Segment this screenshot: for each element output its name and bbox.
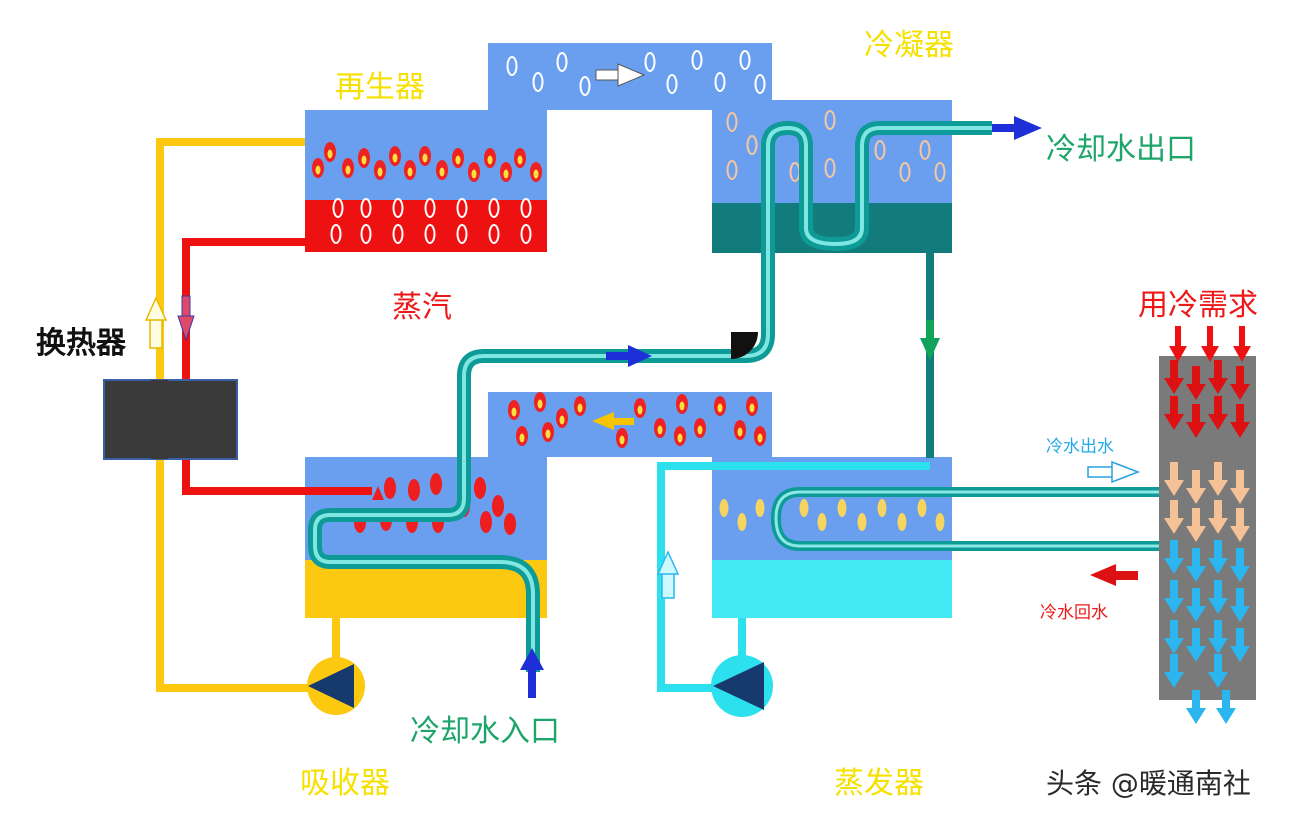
refrigerant-pump-icon (711, 655, 773, 717)
flow-arrow-red-down (177, 295, 195, 342)
cooling-demand-label: 用冷需求 (1138, 288, 1258, 323)
cooling-demand-exchanger (1159, 326, 1256, 724)
watermark: 头条 @暖通南社 (1046, 767, 1251, 800)
evaporator-label: 蒸发器 (834, 766, 924, 801)
flow-arrow-cyan-up (656, 550, 680, 599)
flow-arrow-absorber (592, 412, 634, 430)
chilled-water-return-label: 冷水回水 (1040, 603, 1108, 623)
evaporator-vessel (712, 457, 952, 618)
cooling-water-out-label: 冷却水出口 (1046, 132, 1196, 167)
absorber-label: 吸收器 (300, 766, 390, 801)
chilled-water-return-arrow (1090, 564, 1138, 586)
solution-pump-icon (307, 657, 365, 715)
chilled-water-out-label: 冷水出水 (1046, 437, 1114, 457)
regenerator-label: 再生器 (335, 70, 425, 105)
corner-marker (731, 332, 758, 359)
flow-arrow-refrigerant (920, 320, 940, 360)
flow-arrow-vapor (595, 63, 646, 87)
flow-arrow-cooling-in (520, 648, 544, 698)
cooling-water-in-label: 冷却水入口 (410, 714, 560, 749)
absorber-bubbles (354, 473, 516, 535)
flow-arrow-yellow-up (144, 296, 168, 349)
flow-arrow-cooling-out (992, 116, 1042, 140)
chilled-water-loop (770, 487, 1186, 551)
heat-exchanger-label: 换热器 (36, 326, 126, 361)
heat-exchanger-block (103, 379, 238, 460)
regenerator-vessel (305, 43, 772, 252)
cooling-water-coil (308, 120, 992, 672)
flow-arrow-coil-right (606, 345, 652, 367)
condenser-label: 冷凝器 (864, 28, 954, 63)
steam-label: 蒸汽 (392, 290, 452, 325)
cyan-recirculation-pipe (657, 462, 930, 692)
red-solution-pipe (182, 238, 372, 495)
chilled-water-out-arrow (1087, 460, 1141, 484)
